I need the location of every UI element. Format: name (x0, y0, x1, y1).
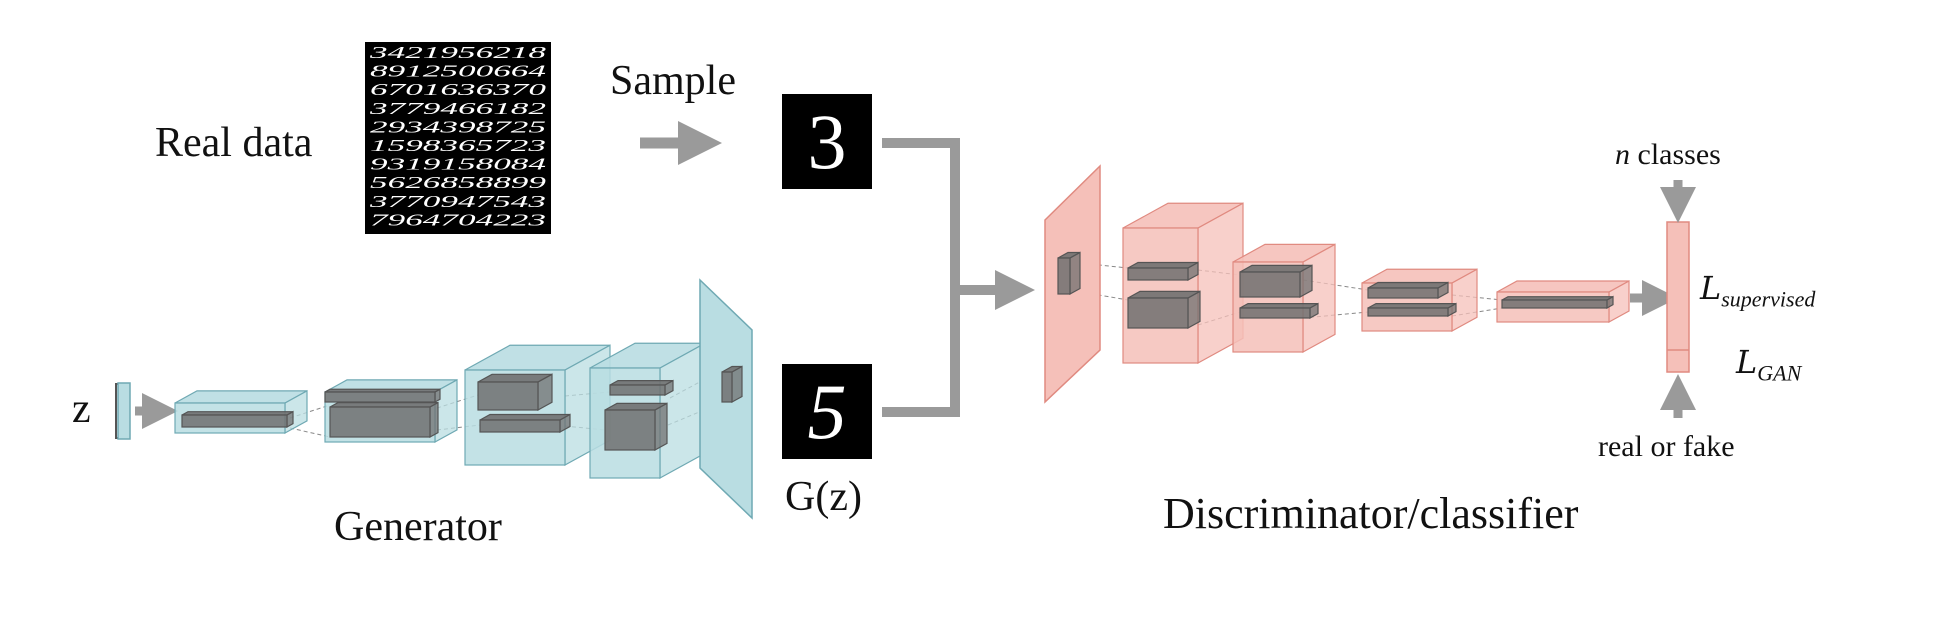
gen-kernel-4b (609, 379, 674, 397)
mnist-row: 5626858899 (370, 173, 547, 192)
n-classes-label: n classes (1615, 140, 1721, 170)
disc-kernel-2a (1127, 261, 1199, 282)
disc-kernel-3a (1239, 264, 1313, 299)
disc-kernel-1 (1057, 251, 1081, 296)
gz-label: G(z) (785, 474, 862, 520)
z-vector (117, 382, 131, 440)
n-variable: n (1615, 138, 1630, 171)
disc-layer-3 (1361, 268, 1478, 333)
gen-kernel-2b (324, 388, 441, 404)
gen-kernel-3 (477, 373, 553, 412)
gen-kernel-3b (479, 413, 571, 434)
real-data-label: Real data (155, 120, 313, 166)
disc-kernel-2b (1127, 290, 1201, 330)
loss-symbol: L (1736, 343, 1758, 381)
mnist-row: 8912500664 (370, 62, 547, 81)
gen-kernel-1 (181, 410, 294, 429)
generator-label: Generator (334, 504, 502, 550)
generated-digit: 5 (808, 368, 847, 455)
loss-supervised-label: Lsupervised (1700, 272, 1815, 310)
discriminator-network (1044, 164, 1696, 418)
gen-kernel-5 (721, 365, 743, 404)
mnist-row: 3770947543 (368, 192, 546, 211)
gen-kernel-4 (604, 402, 668, 452)
disc-kernel-4a (1367, 281, 1449, 300)
real-digit-image: 3 (782, 94, 872, 189)
disc-kernel-3b (1239, 302, 1319, 320)
gen-kernel-2 (329, 401, 439, 439)
loss-gan-subscript: GAN (1757, 360, 1802, 386)
classes-text: classes (1630, 138, 1721, 171)
loss-gan-label: LGAN (1736, 346, 1801, 384)
mnist-row: 1598365723 (370, 136, 546, 155)
merge-connector (882, 138, 1035, 417)
mnist-row: 3779466182 (368, 99, 547, 118)
real-or-fake-label: real or fake (1598, 430, 1735, 463)
mnist-row: 9319158084 (370, 155, 547, 174)
mnist-row: 2934398725 (370, 117, 546, 136)
disc-layer-1 (1122, 202, 1244, 365)
z-label: z (72, 386, 91, 432)
discriminator-label: Discriminator/classifier (1163, 489, 1579, 538)
disc-layer-2 (1232, 243, 1336, 354)
mnist-row: 7964704223 (370, 210, 546, 229)
mnist-row: 6701636370 (370, 80, 547, 99)
mnist-row: 3421956218 (368, 43, 547, 62)
disc-kernel-5 (1501, 295, 1614, 310)
sample-label: Sample (610, 58, 736, 104)
disc-kernel-4b (1367, 302, 1457, 318)
generator-network (115, 278, 753, 520)
loss-symbol: L (1700, 269, 1722, 307)
generated-digit-image: 5 (782, 364, 872, 459)
mnist-grid-image: 3421956218891250066467016363703779466182… (365, 42, 551, 234)
real-digit: 3 (808, 98, 847, 185)
loss-supervised-subscript: supervised (1721, 286, 1816, 312)
